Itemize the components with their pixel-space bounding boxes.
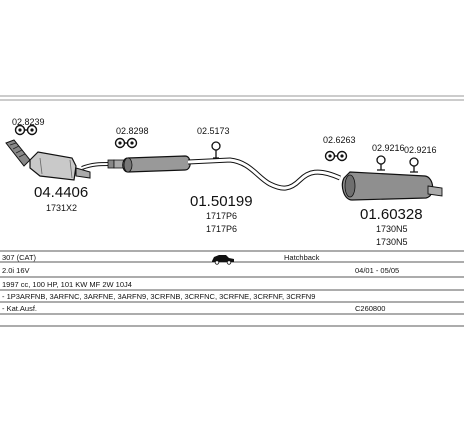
rear-fitting-code-1: 02.6263 [323, 135, 356, 145]
front-pipe-ref: 1731X2 [46, 203, 77, 213]
front-pipe-part-number: 04.4406 [34, 184, 88, 201]
middle-silencer-ref-2: 1717P6 [206, 224, 237, 234]
middle-fitting-code-1: 02.8298 [116, 126, 149, 136]
rear-silencer-ref-1: 1730N5 [376, 224, 408, 234]
table-row-2-left: 2.0i 16V [2, 266, 30, 275]
table-row-1-middle: Hatchback [284, 253, 320, 262]
table-row-5-right: C260800 [355, 304, 385, 313]
hanger-icon [211, 141, 221, 159]
middle-silencer-part-number: 01.50199 [190, 193, 253, 210]
rear-silencer-ref-2: 1730N5 [376, 237, 408, 247]
front-pipe-group: 02.8239 04.4406 1731X2 [5, 117, 91, 213]
clamp-icon [14, 124, 38, 136]
table-row-2-right: 04/01 - 05/05 [355, 266, 399, 275]
middle-silencer-body [122, 155, 191, 173]
clamp-icon-2 [114, 137, 138, 149]
middle-outlet-pipe [187, 157, 342, 191]
hanger-icon-3 [409, 157, 419, 173]
rear-fitting-code-2: 02.9216 [372, 143, 405, 153]
front-flex-pipe [5, 139, 31, 167]
rear-silencer-group: 02.6263 02.9216 02.9216 01.60328 1730N5 … [323, 135, 443, 247]
middle-silencer-group: 02.8298 02.5173 01.50199 1717P6 1717P6 [113, 126, 342, 234]
table-row-1-left: 307 (CAT) [2, 253, 37, 262]
table-row-4-left: - 1P3ARFNB, 3ARFNC, 3ARFNE, 3ARFN9, 3CRF… [2, 292, 315, 301]
vehicle-info-table: 307 (CAT) Hatchback 2.0i 16V 04/01 - 05/… [0, 250, 464, 327]
rear-silencer-part-number: 01.60328 [360, 206, 423, 223]
middle-silencer-ref-1: 1717P6 [206, 211, 237, 221]
hatchback-car-icon [212, 255, 234, 265]
middle-fitting-code-2: 02.5173 [197, 126, 230, 136]
clamp-icon-3 [324, 150, 348, 162]
table-row-3-left: 1997 cc, 100 HP, 101 KW MF 2W 10J4 [2, 280, 132, 289]
catalyst-body [29, 151, 77, 181]
rear-silencer-body [341, 171, 434, 201]
rear-fitting-code-3: 02.9216 [404, 145, 437, 155]
hanger-icon-2 [376, 155, 386, 171]
table-row-5-left: - Kat.Ausf. [2, 304, 37, 313]
front-pipe-fitting-code: 02.8239 [12, 117, 45, 127]
